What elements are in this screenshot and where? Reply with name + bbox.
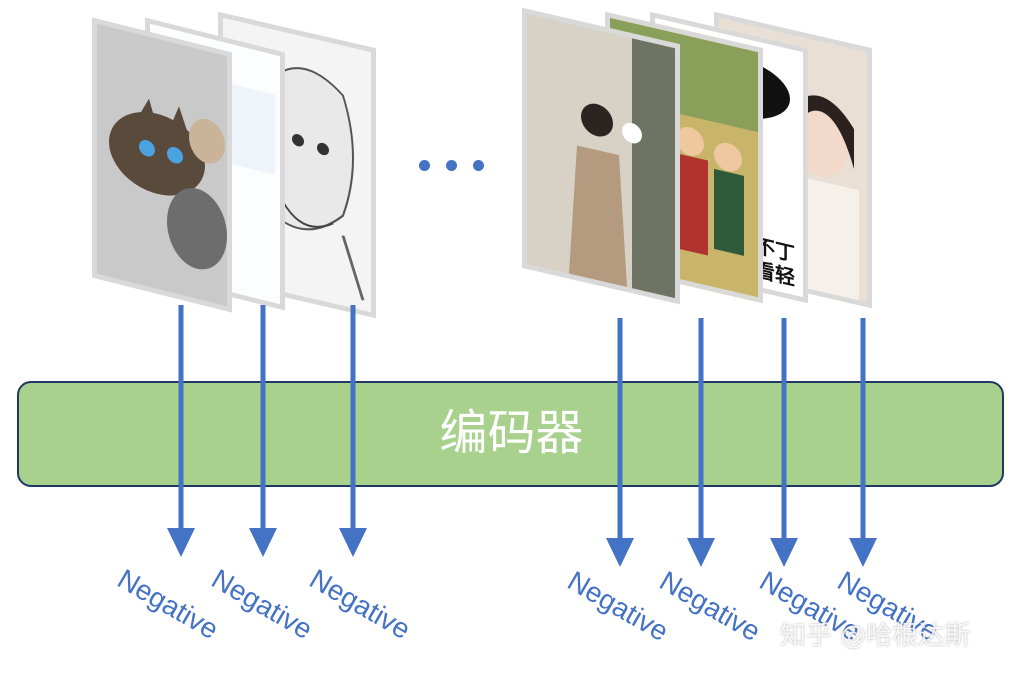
ellipsis-dot-1 — [419, 160, 430, 171]
negative-label-3: Negative — [304, 563, 416, 646]
ellipsis-dot-3 — [473, 160, 484, 171]
negative-label-2: Negative — [206, 563, 318, 646]
negative-label-4: Negative — [562, 565, 674, 648]
negative-label-1: Negative — [112, 563, 224, 646]
image-card-cat — [92, 17, 232, 313]
ellipsis-dot-2 — [446, 160, 457, 171]
watermark: 知乎 @哈根达斯 — [780, 621, 971, 651]
mirror-selfie-photo — [527, 13, 677, 301]
negative-label-5: Negative — [654, 565, 766, 648]
image-card-mirror-selfie — [522, 7, 680, 305]
encoder-box — [17, 381, 1004, 487]
anime-cat-illustration — [97, 23, 229, 309]
